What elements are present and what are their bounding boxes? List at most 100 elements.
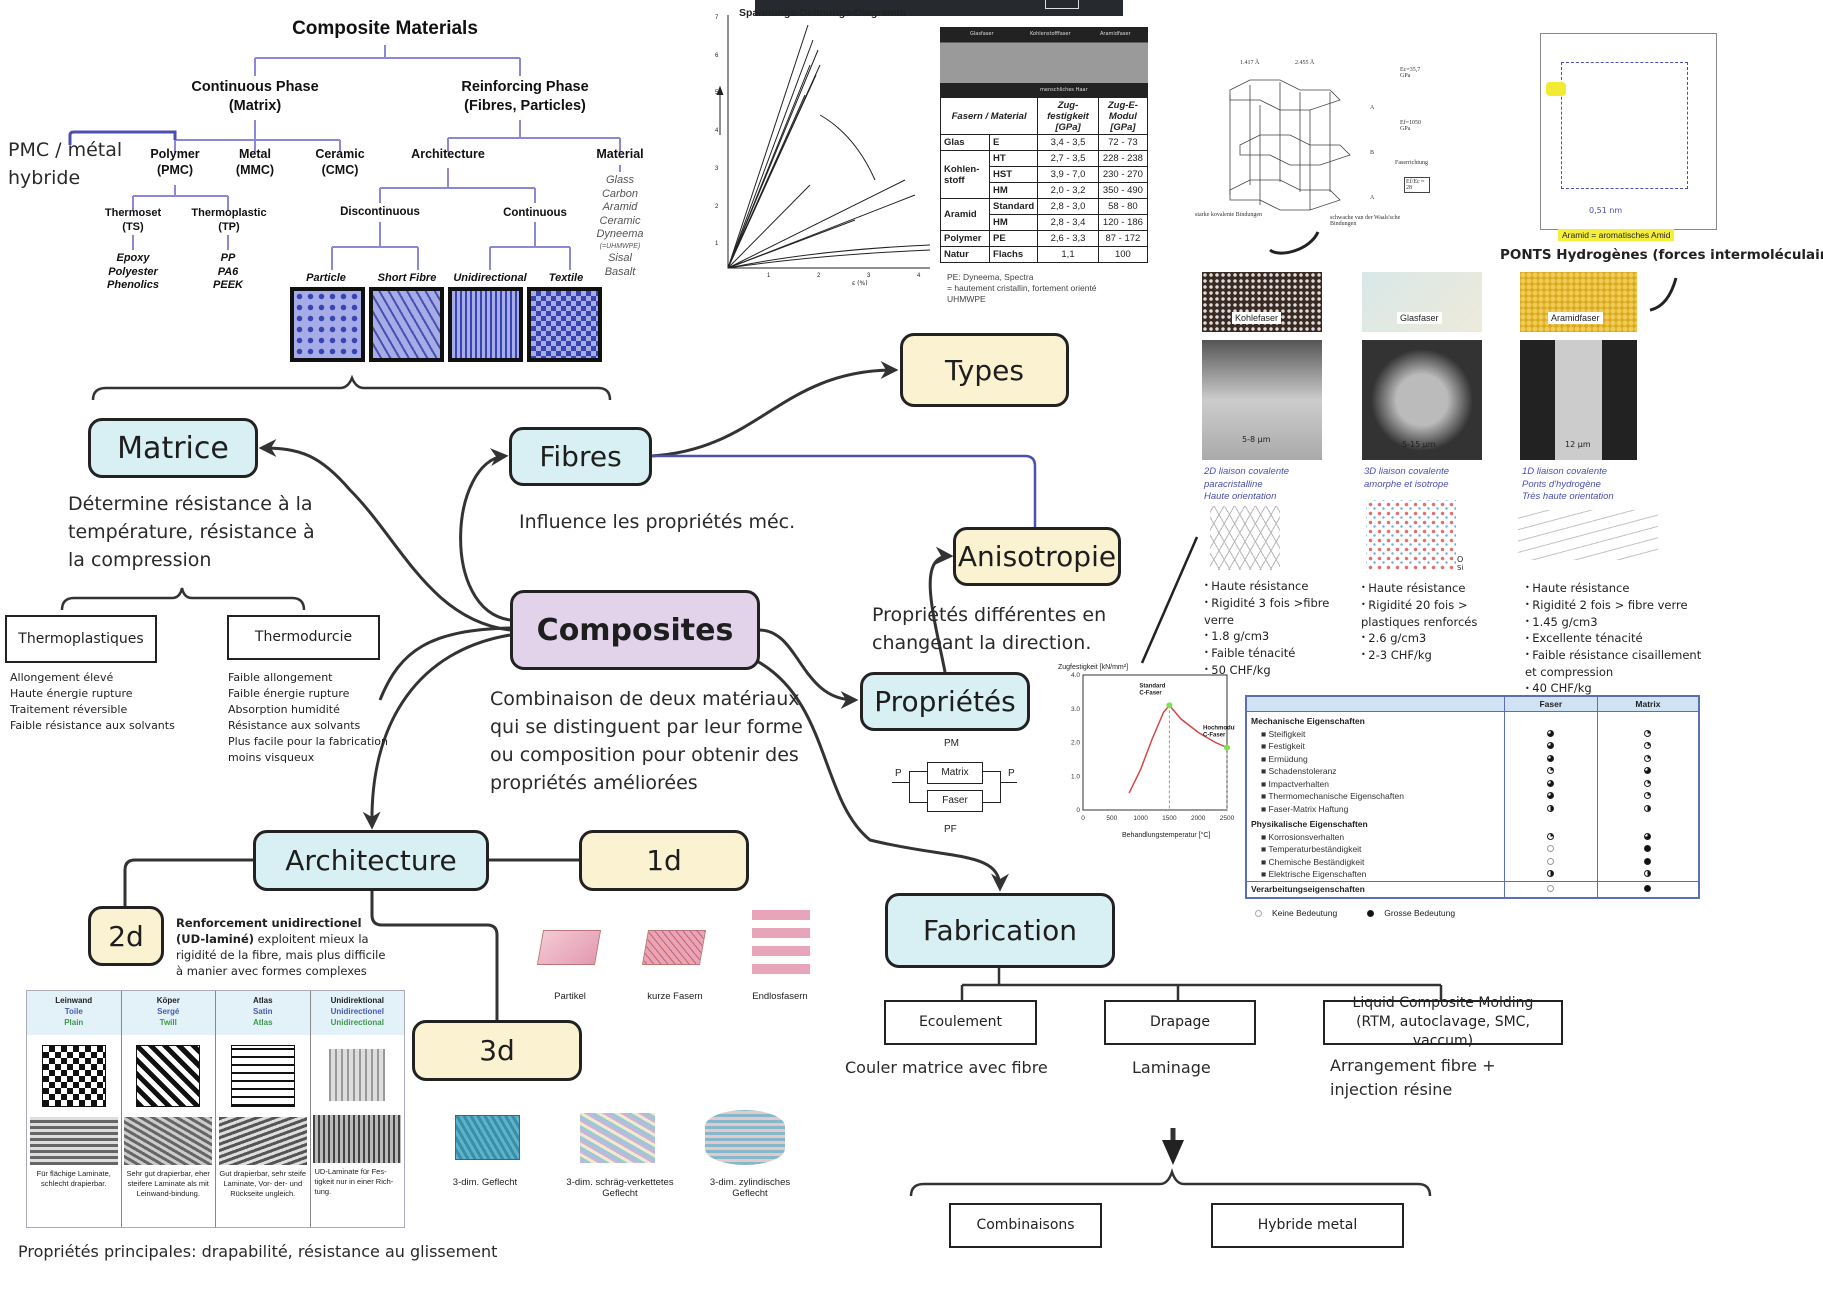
node-anisotropie[interactable]: Anisotropie	[953, 527, 1121, 586]
text-label: Résistance aux solvants	[228, 719, 361, 732]
text-label: Haute énergie rupture	[10, 687, 133, 700]
node-hybride-metal[interactable]: Hybride metal	[1211, 1203, 1404, 1248]
table-row: ■ Chemische Beständigkeit	[1245, 855, 1699, 868]
text-label: Sergé	[157, 1007, 180, 1016]
text-label: 2,8 - 3,4	[1037, 214, 1099, 231]
caption-endlosfasern: Endlosfasern	[752, 991, 808, 1002]
x-tick-label: 2000	[1191, 815, 1206, 822]
tree-leaf-short-fibre: Short Fibre	[377, 272, 437, 284]
node-matrice[interactable]: Matrice	[88, 418, 258, 478]
architecture-footer: Propriétés principales: drapabilité, rés…	[18, 1242, 498, 1261]
aramid-bullets: Haute résistanceRigidité 2 fois > fibre …	[1525, 580, 1715, 697]
node-fabrication[interactable]: Fabrication	[885, 893, 1115, 968]
importance-dot	[1644, 870, 1652, 878]
text-label: 3d	[479, 1034, 515, 1067]
text-label: Plain	[64, 1018, 84, 1027]
text-label: 2.6 g/cm3	[1361, 630, 1511, 647]
text-label: menschliches Haar	[1040, 87, 1088, 93]
text-label: 2.455 Å	[1295, 60, 1315, 66]
node-thermodurcie[interactable]: Thermodurcie	[227, 615, 380, 660]
edge-composites-fibres	[459, 448, 511, 622]
graphite-structure: 1.417 Å 2.455 Å Ec=35,7 GPa Ef=1050 GPa …	[1190, 55, 1430, 235]
text-label: Sehr gut drapierbar, eher steifere Lamin…	[126, 1169, 210, 1198]
text-label: Toile	[64, 1007, 83, 1016]
tree-title: Composite Materials	[292, 18, 478, 39]
text-label: 87 - 172	[1097, 230, 1149, 247]
text-label: Architecture	[285, 844, 457, 877]
importance-dot	[1644, 754, 1652, 762]
text-label: Ef=1050 GPa	[1400, 120, 1422, 132]
ytick-4: 4	[715, 128, 719, 134]
text-label: 2D liaison covalente paracristalline Hau…	[1204, 466, 1290, 502]
tree-discontinuous: Discontinuous	[340, 206, 420, 218]
node-ecoulement[interactable]: Ecoulement	[884, 1000, 1037, 1045]
pattern-short-fibre	[369, 287, 444, 362]
node-3d[interactable]: 3d	[412, 1020, 582, 1081]
node-lcm[interactable]: Liquid Composite Molding (RTM, autoclava…	[1323, 995, 1563, 1049]
tree-thermoset-examples: Epoxy Polyester Phenolics	[107, 252, 159, 291]
table-row: ■ Elektrische Eigenschaften	[1245, 868, 1699, 881]
text-label: Grosse Bedeutung	[1384, 908, 1456, 918]
tree-leaf-unidirectional: Unidirectional	[453, 272, 527, 284]
toolbar-button[interactable]	[1045, 0, 1079, 9]
tree-material: Material	[596, 147, 644, 161]
x-tick-label: 0	[1081, 815, 1085, 822]
text-label: Glas	[939, 134, 991, 151]
caption-3d-schraeg: 3-dim. schräg-verkettetes Geflecht	[566, 1177, 674, 1199]
importance-dot	[1547, 792, 1555, 800]
text-label: Excellente ténacité	[1525, 630, 1715, 647]
xtick-4: 4	[917, 273, 921, 279]
text-label: 5-15 µm	[1402, 440, 1436, 449]
hbond-title: PONTS Hydrogènes (forces intermoléculair…	[1500, 247, 1823, 263]
xtick-1: 1	[767, 273, 771, 279]
text-label: Gut drapierbar, sehr steife Laminate, Vo…	[219, 1169, 307, 1198]
importance-dot	[1644, 779, 1652, 787]
caption-kurze-fasern: kurze Fasern	[647, 991, 703, 1002]
tree-lines	[68, 45, 621, 270]
node-thermoplastiques[interactable]: Thermoplastiques	[5, 615, 157, 663]
swatch-aramid: Aramidfaser	[1520, 272, 1637, 332]
node-types[interactable]: Types	[900, 333, 1069, 407]
tree-thermoplastic: Thermoplastic (TP)	[191, 207, 267, 233]
text-label: Polymer	[939, 230, 991, 247]
stress-strain-title: Spannungs-Dehnungs-Diagramm	[739, 7, 906, 19]
table-row: ■ Festigkeit	[1245, 740, 1699, 753]
text-label: moins visqueux	[228, 751, 315, 764]
y-tick-label: 3.0	[1071, 706, 1080, 713]
text-label: 120 - 186	[1097, 214, 1149, 231]
weave-pattern-plain	[41, 1045, 106, 1107]
node-1d[interactable]: 1d	[579, 830, 749, 891]
fibre-properties-table: Fasern / Material Zug-festigkeit [GPa] Z…	[939, 97, 1149, 263]
text-label: 40 CHF/kg	[1525, 680, 1715, 697]
node-fibres[interactable]: Fibres	[509, 427, 652, 486]
anisotropie-description: Propriétés différentes en changeant la d…	[872, 604, 1107, 654]
node-combinaisons[interactable]: Combinaisons	[949, 1203, 1102, 1248]
braids-3d: 3-dim. Geflecht 3-dim. schräg-verkettete…	[430, 1105, 820, 1205]
text-label: Faible résistance aux solvants	[10, 719, 175, 732]
text-label: 72 - 73	[1097, 134, 1149, 151]
tree-architecture: Architecture	[411, 147, 485, 161]
x-tick-label: 1500	[1162, 815, 1177, 822]
node-proprietes[interactable]: Propriétés	[860, 672, 1030, 731]
caption-partikel: Partikel	[554, 991, 586, 1002]
node-drapage[interactable]: Drapage	[1104, 1000, 1256, 1045]
text-label: PE	[989, 230, 1039, 247]
node-composites[interactable]: Composites	[510, 590, 760, 670]
table-row: ■ Ermüdung	[1245, 752, 1699, 765]
weave-col-plain: Leinwand Toile Plain Für flächige Lamina…	[27, 991, 122, 1227]
edge-fibres-types	[650, 361, 899, 458]
node-architecture[interactable]: Architecture	[253, 830, 489, 891]
text-label: Thermodurcie	[254, 629, 353, 646]
text-label: UD-Laminate für Fes-tigkeit nur in einer…	[314, 1167, 394, 1196]
text-label: Zug-festigkeit [GPa]	[1037, 97, 1099, 135]
xtick-2: 2	[817, 273, 821, 279]
text-label: 0,51 nm	[1589, 206, 1623, 215]
node-2d[interactable]: 2d	[88, 906, 164, 966]
